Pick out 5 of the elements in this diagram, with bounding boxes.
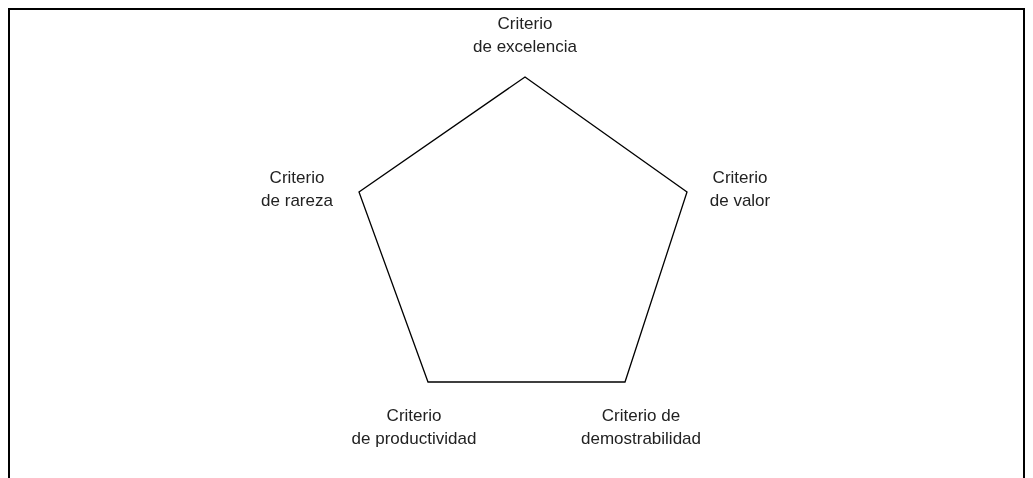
vertex-label: Criterio de productividad <box>351 405 477 450</box>
vertex-label: Criterio de demostrabilidad <box>581 405 701 450</box>
vertex-label: Criterio de excelencia <box>473 13 577 58</box>
vertex-label: Criterio de rareza <box>261 167 333 212</box>
vertex-label: Criterio de valor <box>709 167 771 212</box>
